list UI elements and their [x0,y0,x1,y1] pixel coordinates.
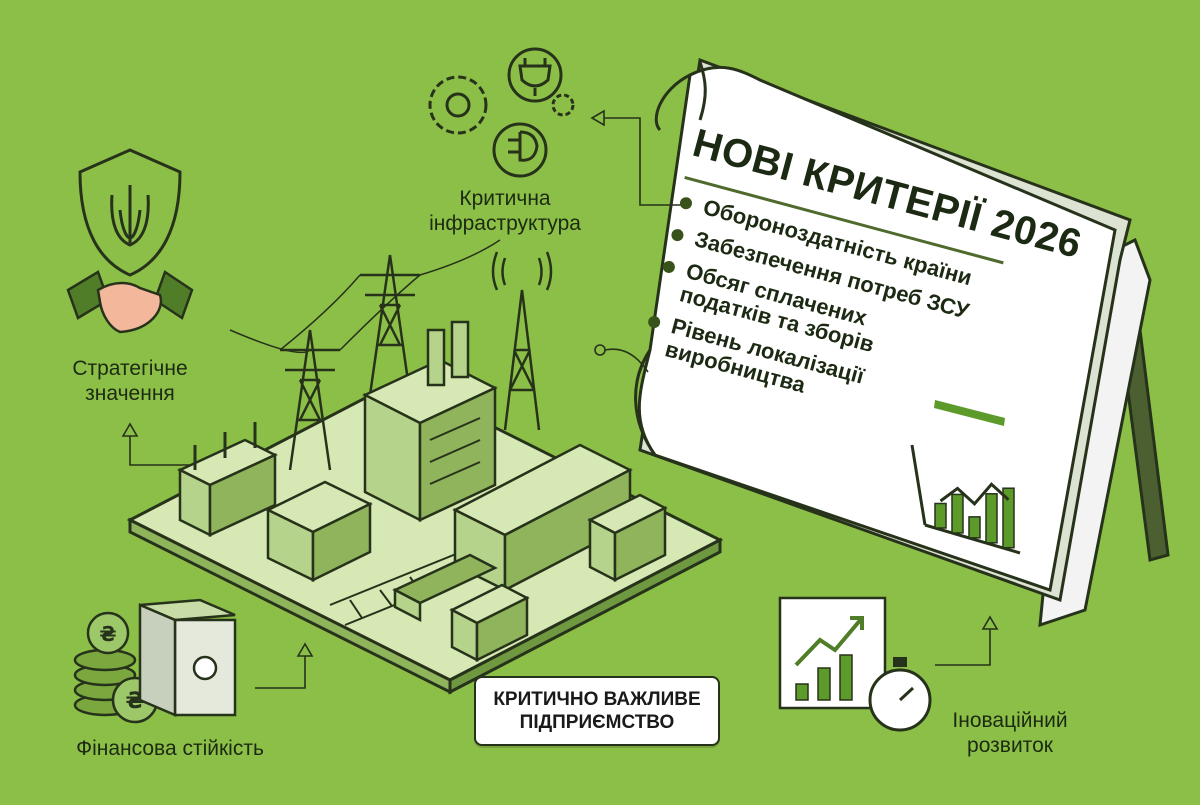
book-chart-line [939,482,1010,507]
innovative-development-label: Іноваційний розвиток [930,708,1090,758]
strategic-significance-label: Стратегічне значення [40,356,220,406]
platform-side-right [448,537,722,695]
loco-front [393,587,422,623]
chimney [426,328,446,387]
factory-building [362,320,498,523]
growth-bar [795,683,809,701]
arrowhead [121,422,139,437]
critical-enterprise-badge: КРИТИЧНО ВАЖЛИВЕ ПІДПРИЄМСТВО [474,676,720,746]
badge-line: ПІДПРИЄМСТВО [519,712,675,733]
plug-icon [492,122,548,178]
hryvnia-sign: ₴ [99,622,116,646]
hands [96,281,163,334]
critical-infrastructure-label: Критична інфраструктура [400,186,610,236]
book-chart-bar [968,516,981,539]
shipping-container [449,583,530,663]
rail-tie [349,599,363,619]
finance-icon-group: ₴ ₴ [73,598,237,724]
power-lines [229,239,501,354]
label-line: значення [85,382,175,405]
container-side [613,505,667,583]
book-spine [698,61,707,121]
stopwatch-button [893,657,907,667]
book-chart-bars-base [934,400,1005,426]
safe-dial [192,655,218,681]
label-line: Стратегічне [72,357,188,380]
plug-endpoint [594,344,606,356]
safe-icon [138,598,237,717]
substation [177,422,278,538]
trident-glyph [110,185,150,247]
infrastructure-icon-group [428,47,575,178]
pylon-frame [360,254,420,396]
sleeve-right [153,270,194,320]
arrow-to-infra [600,117,690,206]
bullet-icon [646,314,662,330]
gear-icon [428,75,488,135]
book-chart-bar [985,493,998,544]
rail-tie [379,589,393,607]
window-row [429,439,481,463]
criteria-book [634,57,1170,628]
bullet-icon [661,259,677,275]
innovation-icon-group [778,596,932,732]
telecom-tower [491,251,553,431]
arrowhead [981,615,999,630]
book-chart [910,400,1021,555]
badge-line: КРИТИЧНО ВАЖЛИВЕ [493,689,701,710]
container-side [475,595,529,663]
label-line: Критична [459,187,551,210]
connector-arrows [121,109,999,689]
book-chart-bar [934,502,947,529]
strategic-icon-group [66,148,194,334]
safe-side [138,603,177,717]
book-page-curl [634,73,691,456]
small-gear-icon [551,93,575,117]
arrow-to-strategic [129,432,190,466]
book-chart-bar [951,493,964,534]
plug-glyph [508,130,539,162]
plug-glyph [518,58,552,96]
gear-hole [445,92,471,118]
growth-bar [817,667,831,701]
arrow-to-innovation [935,625,991,666]
chimney [450,320,470,379]
plug-icon [507,47,563,103]
bullet-icon [678,195,694,211]
tower-frame [503,289,541,431]
substation-side [208,453,277,537]
signal-waves [491,251,553,291]
shipping-container [587,493,668,583]
factory-side [418,386,497,522]
window-row [429,461,481,485]
label-line: інфраструктура [429,212,581,235]
label-line: розвиток [967,734,1053,757]
financial-stability-label: Фінансова стійкість [76,737,264,760]
arrow-book-plug [604,348,649,373]
label-line: Іноваційний [952,709,1068,732]
book-chart-axis-y [910,444,927,526]
window-row [429,417,481,441]
stopwatch-icon [868,657,932,732]
stopwatch-hand [898,686,915,702]
office-side [311,501,372,583]
industrial-complex [126,239,724,695]
locomotive [392,553,498,623]
bullet-icon [670,227,685,243]
office-block [265,480,373,583]
coin-face [86,611,130,655]
growth-bar [839,654,853,701]
book-chart-bar [1002,487,1015,549]
arrowhead [296,642,314,657]
arrowhead [590,109,605,127]
arrow-to-finance [255,652,306,689]
growth-arrow [794,616,864,667]
handshake-icon [66,270,194,334]
power-pylon [360,254,420,396]
